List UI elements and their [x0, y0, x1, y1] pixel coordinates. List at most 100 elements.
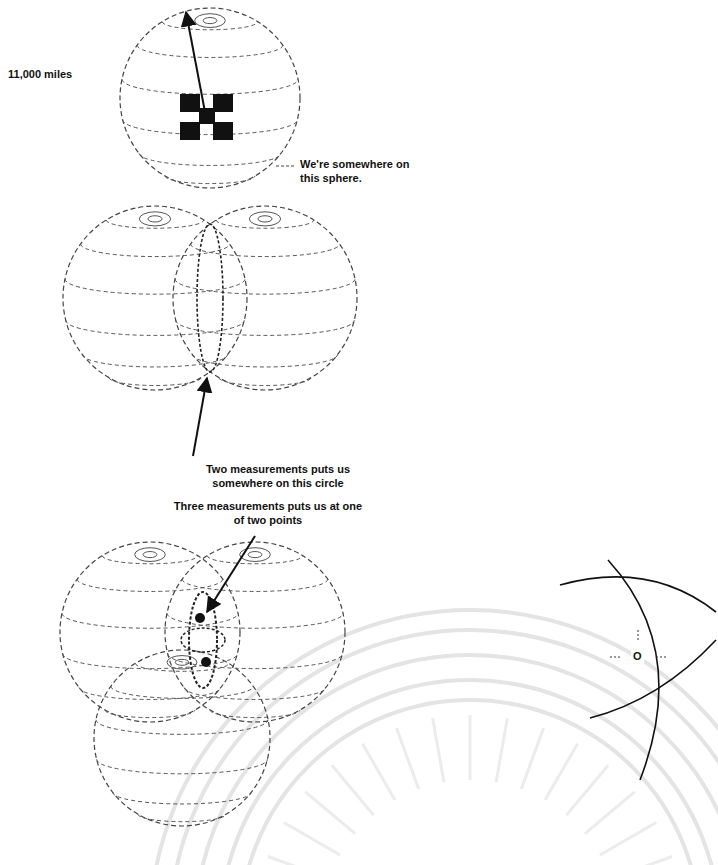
watermark-ray	[305, 792, 355, 834]
latitude-line	[182, 579, 328, 591]
pole-ring	[167, 656, 197, 669]
radius-arrow	[186, 12, 205, 112]
watermark-ray	[268, 856, 329, 865]
satellite-panel	[180, 122, 200, 140]
sphere	[63, 206, 247, 390]
watermark-ring	[240, 700, 700, 865]
solution-point	[195, 613, 205, 623]
range-arc	[590, 640, 716, 718]
point-label: O	[631, 650, 644, 664]
sphere-group	[60, 8, 357, 826]
sphere-outline	[63, 206, 247, 390]
latitude-line	[63, 654, 238, 669]
latitude-line	[167, 613, 343, 628]
latitude-line	[62, 613, 238, 628]
satellite-panel	[180, 94, 200, 112]
latitude-line	[77, 579, 223, 591]
latitude-line	[207, 556, 302, 564]
pole-ring	[249, 212, 280, 226]
pole-ring	[135, 548, 166, 562]
latitude-line	[137, 45, 283, 57]
satellite-body	[199, 108, 215, 124]
range-arc	[608, 560, 659, 780]
pole-ring	[248, 552, 262, 558]
latitude-line	[97, 759, 268, 774]
sphere-outline	[94, 650, 270, 826]
watermark-ray	[396, 728, 418, 789]
latitude-line	[139, 153, 281, 165]
watermark-ring	[170, 630, 718, 865]
latitude-line	[81, 244, 230, 257]
latitude-line	[122, 79, 298, 94]
sphere-outline	[165, 542, 345, 722]
satellite-panel	[213, 94, 233, 112]
sphere	[165, 542, 345, 722]
sphere	[120, 8, 300, 188]
pole-ring	[148, 216, 162, 222]
sphere-outline	[60, 542, 240, 722]
figure-details	[180, 12, 716, 780]
watermark-ray	[284, 823, 340, 856]
range-arc	[560, 577, 716, 612]
sphere-outline	[120, 8, 300, 188]
watermark-ray	[496, 718, 507, 782]
caption-note: Three measurements puts us at one of two…	[168, 500, 368, 528]
latitude-line	[168, 654, 343, 669]
latitude-line	[216, 220, 314, 228]
latitude-line	[219, 378, 311, 386]
watermark-ray	[469, 715, 472, 780]
pointer-arrow	[193, 378, 207, 456]
position-tick	[638, 630, 639, 640]
latitude-line	[193, 355, 338, 367]
latitude-line	[175, 279, 355, 294]
latitude-line	[109, 378, 201, 386]
latitude-line	[96, 720, 268, 735]
latitude-line	[65, 279, 245, 294]
latitude-line	[105, 710, 195, 718]
latitude-line	[106, 220, 204, 228]
position-tick	[608, 657, 620, 658]
latitude-line	[113, 792, 252, 804]
latitude-line	[83, 355, 228, 367]
watermark-ray	[433, 718, 444, 782]
sphere	[173, 206, 357, 390]
latitude-line	[210, 710, 300, 718]
pole-ring	[143, 552, 157, 558]
latitude-line	[138, 814, 226, 821]
pole-ring	[175, 659, 188, 665]
latitude-line	[111, 686, 253, 698]
latitude-line	[176, 320, 355, 335]
position-tick	[656, 657, 668, 658]
latitude-line	[165, 176, 255, 184]
intersection-circle	[197, 224, 223, 372]
intersection-circle	[181, 628, 225, 652]
pole-ring	[258, 216, 272, 222]
caption-note: We're somewhere on this sphere.	[298, 158, 414, 186]
caption-note: Two measurements puts us somewhere on th…	[178, 463, 378, 491]
pole-ring	[203, 18, 217, 24]
sphere	[60, 542, 240, 722]
distance-label: 11,000 miles	[6, 68, 74, 82]
pole-ring	[139, 212, 170, 226]
watermark-ray	[332, 765, 374, 815]
watermark-ring	[150, 610, 718, 865]
solution-point	[201, 657, 211, 667]
watermark-ray	[521, 728, 543, 789]
watermark-ray	[566, 765, 608, 815]
latitude-line	[191, 244, 340, 257]
watermark-seal	[150, 610, 718, 865]
latitude-line	[162, 22, 257, 30]
satellite-panel	[213, 122, 233, 140]
pointer-arrow	[207, 536, 255, 612]
watermark-ray	[585, 792, 635, 834]
watermark-ray	[363, 744, 396, 800]
watermark-ray	[600, 823, 656, 856]
sphere	[94, 650, 270, 826]
intersection-circle	[189, 592, 217, 688]
watermark-ray	[545, 744, 578, 800]
latitude-line	[102, 556, 197, 564]
sphere-outline	[173, 206, 357, 390]
pole-ring	[195, 14, 226, 28]
